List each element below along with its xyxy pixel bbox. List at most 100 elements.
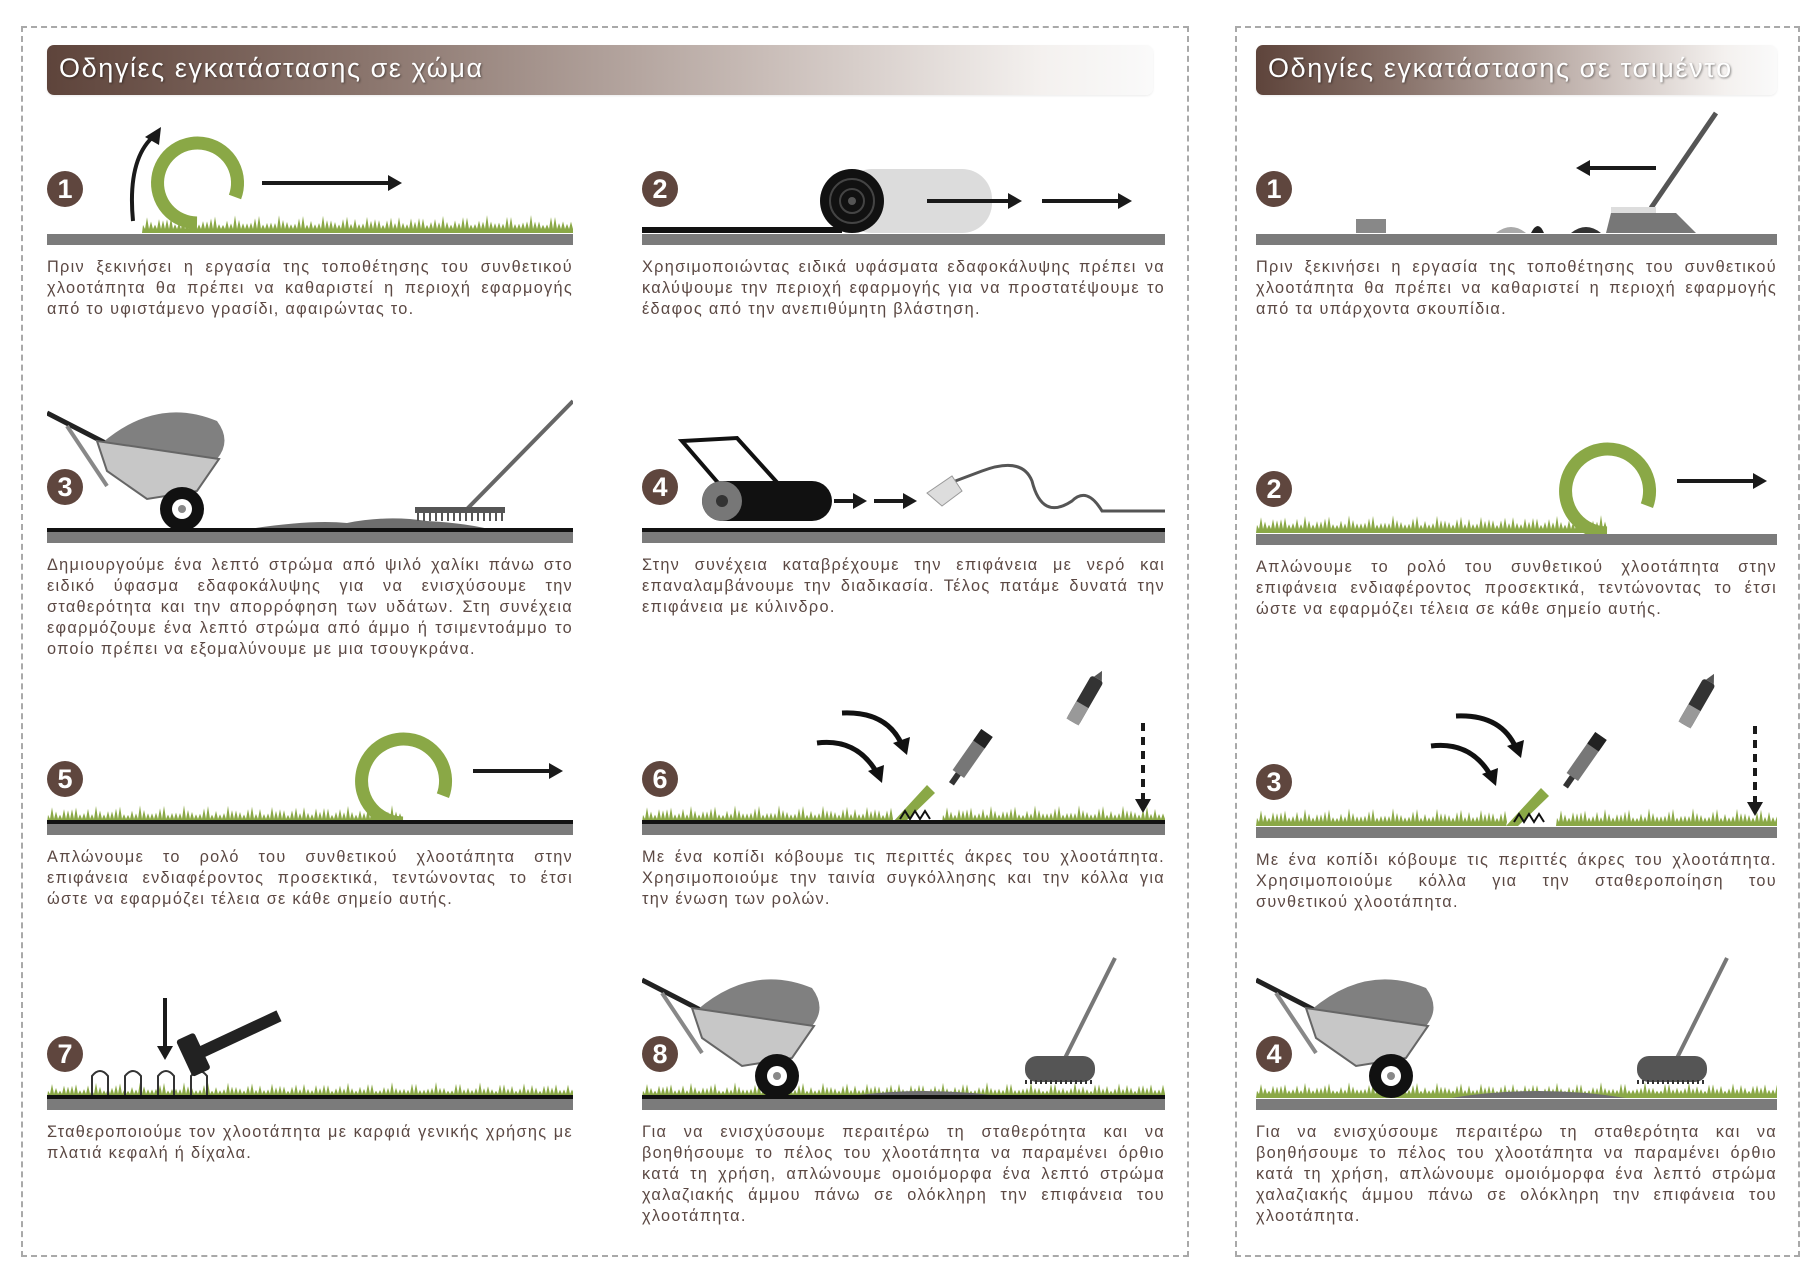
seam-tape (1513, 812, 1545, 824)
step-description: Απλώνουμε το ρολό του συνθετικού χλοοτάπ… (47, 848, 573, 908)
step-illustration (47, 399, 573, 543)
curved-arrow-icon (129, 133, 157, 222)
grass-strip (942, 805, 1165, 823)
step-number-badge: 7 (47, 1036, 83, 1072)
arrow-left-icon (1576, 160, 1656, 176)
arrow-down-icon (157, 998, 173, 1060)
lawn-roller-icon (677, 435, 832, 521)
wheelbarrow-icon (47, 410, 225, 531)
staple-icon (157, 1070, 175, 1096)
debris (1356, 219, 1601, 233)
concrete-step-3: 3 Με ένα κοπίδι κόβουμε τις περιττές άκρε… (1256, 636, 1777, 913)
ground-bar (47, 824, 573, 835)
step-number-badge: 2 (1256, 471, 1292, 507)
fabric-layer (47, 1095, 573, 1099)
soil-instructions-panel (21, 26, 1189, 1257)
arrow-right-icon (473, 763, 563, 779)
step-illustration (47, 998, 573, 1110)
staple-icon (91, 1070, 109, 1096)
step-illustration (1256, 442, 1777, 545)
step-description: Για να ενισχύσουμε περαιτέρω τη σταθερότ… (1256, 1123, 1777, 1225)
soil-section-header: Οδηγίες εγκατάστασης σε χώμα (47, 45, 1153, 95)
step-illustration (642, 169, 1165, 245)
push-broom-icon (1025, 957, 1117, 1084)
step-number-badge: 1 (1256, 171, 1292, 207)
dashed-arrow-down-icon (1135, 723, 1151, 813)
step-number-badge: 3 (1256, 764, 1292, 800)
step-illustration (1256, 957, 1777, 1110)
ground-bar (1256, 827, 1777, 838)
glue-tube-icon (948, 728, 993, 786)
section-title: Οδηγίες εγκατάστασης σε τσιμέντο (1268, 53, 1733, 83)
concrete-section-header: Οδηγίες εγκατάστασης σε τσιμέντο (1256, 45, 1777, 95)
arrow-right-icon (262, 175, 402, 191)
turf-roll-icon (1559, 442, 1657, 540)
turf-roll-icon (355, 732, 453, 830)
ground-bar (47, 1099, 573, 1110)
arrow-right-icon (927, 193, 1022, 209)
arrow-right-icon (1677, 473, 1767, 489)
step-number-badge: 3 (47, 469, 83, 505)
grass-strip (47, 1082, 573, 1098)
broom-icon (1606, 111, 1719, 233)
step-number-badge: 4 (1256, 1036, 1292, 1072)
step-number-badge: 1 (47, 171, 83, 207)
fabric-layer (47, 820, 573, 824)
grass-strip (1556, 808, 1777, 826)
fabric-layer (642, 1095, 1165, 1099)
step-description: Απλώνουμε το ρολό του συνθετικού χλοοτάπ… (1256, 558, 1777, 618)
grass-strip (47, 805, 403, 823)
arrow-right-icon (1042, 193, 1132, 209)
fabric-layer (47, 528, 573, 532)
ground-fabric (642, 227, 842, 233)
glue-tube-icon (1562, 731, 1607, 789)
turf-roll-icon (151, 136, 245, 230)
step-description: Πριν ξεκινήσει η εργασία της τοποθέτησης… (47, 258, 573, 318)
step-description: Με ένα κοπίδι κόβουμε τις περιττές άκρες… (1256, 851, 1777, 911)
dashed-arrow-down-icon (1747, 726, 1763, 816)
fabric-layer (642, 528, 1165, 532)
sand-layer (1451, 1091, 1626, 1098)
grass-strip (642, 805, 893, 823)
step-illustration (1256, 111, 1777, 245)
fabric-layer (642, 820, 1165, 824)
step-illustration (47, 732, 573, 835)
concrete-instructions-panel (1235, 26, 1800, 1257)
ground-bar (1256, 1099, 1777, 1110)
step-number-badge: 5 (47, 761, 83, 797)
gravel-layer (237, 518, 497, 531)
ground-bar (1256, 234, 1777, 245)
step-description: Στην συνέχεια καταβρέχουμε την επιφάνεια… (642, 556, 1165, 616)
section-title: Οδηγίες εγκατάστασης σε χώμα (59, 53, 484, 83)
step-description: Δημιουργούμε ένα λεπτό στρώμα από ψιλό χ… (47, 556, 573, 658)
ground-bar (642, 824, 1165, 835)
grass-strip (1256, 808, 1507, 826)
step-illustration (642, 670, 1165, 835)
push-broom-icon (1637, 957, 1729, 1084)
step-description: Σταθεροποιούμε τον χλοοτάπητα με καρφιά … (47, 1123, 573, 1162)
utility-knife-icon (1678, 673, 1715, 729)
arrow-right-icon (874, 493, 917, 509)
ground-bar (642, 532, 1165, 543)
step-illustration (1256, 673, 1777, 838)
step-illustration (642, 435, 1165, 543)
ground-bar (1256, 534, 1777, 545)
ground-bar (47, 234, 573, 245)
step-description: Πριν ξεκινήσει η εργασία της τοποθέτησης… (1256, 258, 1777, 318)
step-illustration (642, 957, 1165, 1110)
ground-bar (642, 1099, 1165, 1110)
step-number-badge: 4 (642, 469, 678, 505)
utility-knife-icon (1066, 670, 1103, 726)
wheelbarrow-icon (642, 977, 820, 1098)
